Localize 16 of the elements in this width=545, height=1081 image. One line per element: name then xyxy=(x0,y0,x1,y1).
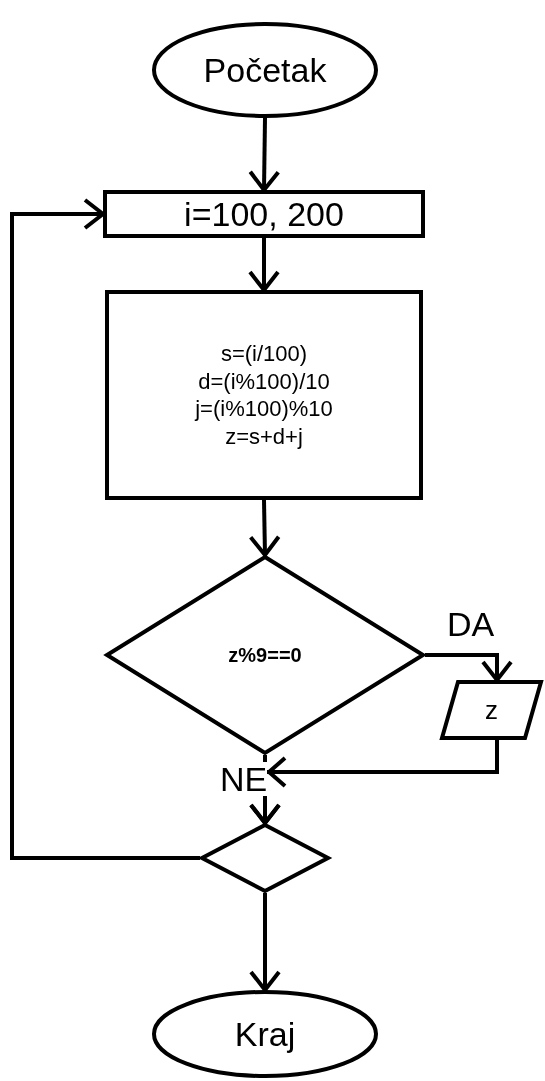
edge-label: NE xyxy=(220,762,268,796)
node-text: i=100, 200 xyxy=(184,193,344,235)
node-text: Kraj xyxy=(234,1013,296,1055)
node-text: j=(i%100)%10 xyxy=(195,395,333,423)
arrow xyxy=(249,893,281,992)
arrow xyxy=(248,499,281,557)
arrow xyxy=(248,238,280,292)
arrow xyxy=(425,653,513,682)
arrow xyxy=(10,198,200,860)
node-text: d=(i%100)/10 xyxy=(198,367,330,395)
node-text: z%9==0 xyxy=(228,642,302,668)
node-text: s=(i/100) xyxy=(220,340,308,368)
node-text: Početak xyxy=(203,49,327,91)
node-text: z=s+d+j xyxy=(225,422,303,450)
arrow xyxy=(248,117,281,192)
node-text: z xyxy=(485,693,498,727)
